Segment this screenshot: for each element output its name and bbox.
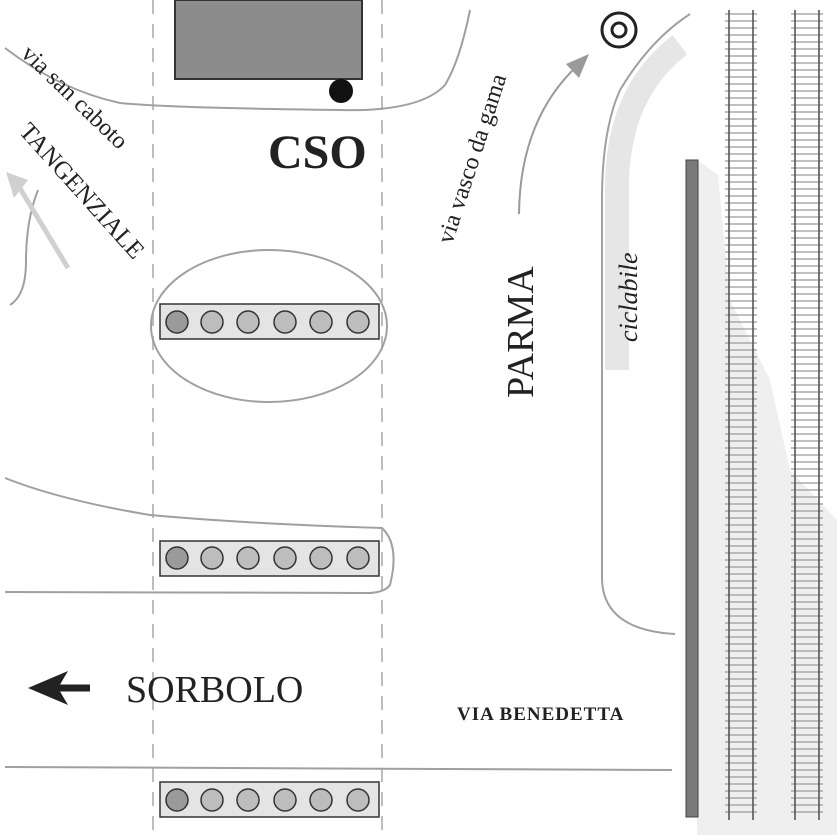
station-light bbox=[346, 546, 370, 570]
left-arrow-icon bbox=[28, 671, 90, 705]
cycle-path bbox=[605, 35, 688, 370]
cso-building bbox=[174, 0, 363, 80]
station-light bbox=[346, 310, 370, 334]
via-vasco-da-gama-label: via vasco da gama bbox=[433, 71, 512, 247]
via-benedetta-label: VIA BENEDETTA bbox=[457, 704, 624, 725]
station-light bbox=[236, 310, 260, 334]
cso-marker-dot bbox=[329, 79, 353, 103]
station-light bbox=[309, 310, 333, 334]
tangenziale-label: TANGENZIALE bbox=[14, 118, 150, 265]
road-outlines bbox=[4, 9, 691, 771]
station-light bbox=[200, 310, 224, 334]
road-edge-middle-bottom bbox=[4, 591, 373, 594]
station-light bbox=[236, 546, 260, 570]
railway-track bbox=[791, 10, 823, 820]
tangenziale-arrow-icon bbox=[6, 172, 71, 270]
station-light bbox=[165, 546, 189, 570]
station-light bbox=[346, 788, 370, 812]
station-2 bbox=[159, 540, 380, 577]
road-edge-right bbox=[601, 13, 691, 635]
station-light bbox=[273, 546, 297, 570]
road-edge-top bbox=[4, 9, 471, 112]
roundabout bbox=[150, 249, 388, 403]
road-edge-bottom bbox=[4, 766, 673, 771]
station-1 bbox=[159, 303, 380, 340]
railway-tracks bbox=[725, 10, 823, 820]
railway-track bbox=[725, 10, 757, 820]
bullseye-icon bbox=[600, 11, 638, 49]
station-frame bbox=[159, 540, 380, 577]
station-light bbox=[165, 788, 189, 812]
sorbolo-label: SORBOLO bbox=[126, 669, 303, 711]
station-light bbox=[309, 546, 333, 570]
station-3 bbox=[159, 781, 380, 818]
station-light bbox=[309, 788, 333, 812]
station-light bbox=[200, 546, 224, 570]
ciclabile-label: ciclabile bbox=[614, 252, 643, 342]
station-frame bbox=[159, 781, 380, 818]
parma-label: PARMA bbox=[500, 266, 542, 398]
vasco-da-gama-arrow-icon bbox=[518, 54, 589, 215]
road-edge-middle-top bbox=[4, 477, 395, 594]
cso-label: CSO bbox=[268, 126, 367, 179]
rail-platform-wall bbox=[685, 159, 699, 818]
station-light bbox=[165, 310, 189, 334]
station-frame bbox=[159, 303, 380, 340]
station-light bbox=[236, 788, 260, 812]
station-light bbox=[273, 788, 297, 812]
station-light bbox=[200, 788, 224, 812]
station-light bbox=[273, 310, 297, 334]
